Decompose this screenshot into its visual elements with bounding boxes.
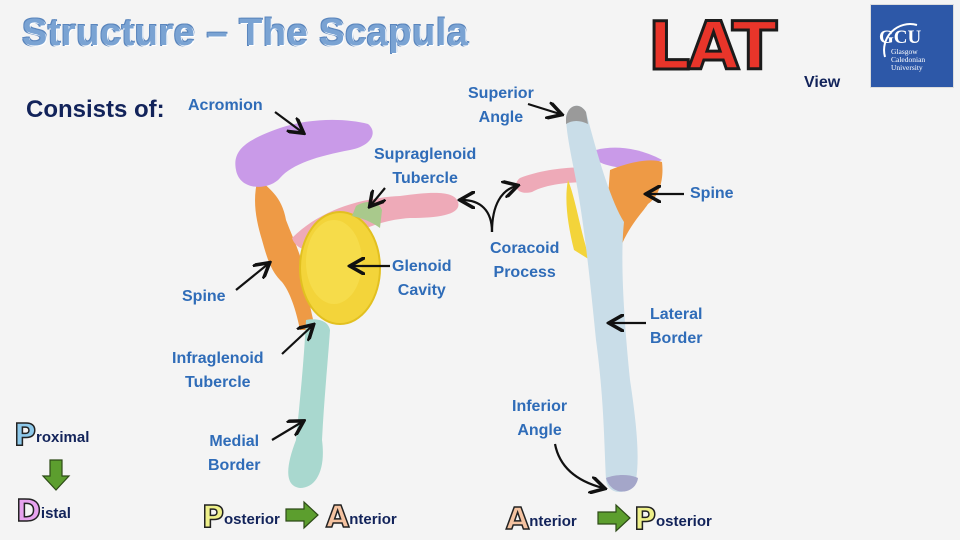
legend-proximal-rest: roximal	[36, 429, 90, 446]
legend-left-from-initial: P	[201, 499, 225, 536]
arrow-down-icon	[41, 459, 71, 491]
legend-proximal-initial: P	[13, 417, 37, 454]
arrow-right-icon-left	[285, 500, 319, 530]
arrow-coracoid-left	[462, 200, 494, 233]
legend-arrows	[41, 459, 631, 533]
slide-title: Structure – The Scapula	[22, 12, 469, 54]
lateral-border-region	[566, 105, 638, 492]
scapula-posterior-view	[235, 119, 459, 488]
gcu-name-line2: University	[891, 63, 923, 72]
legend-right-from: Anterior	[505, 501, 577, 538]
arrow-acromion	[274, 111, 302, 132]
label-medial-border: Medial Border	[208, 433, 261, 474]
lat-view-logo: LAT	[646, 7, 778, 87]
arrow-right-icon-right	[597, 503, 631, 533]
legend-distal-rest: istal	[40, 505, 71, 522]
legend-left-to-rest: nterior	[349, 511, 397, 528]
legend-distal: Distal	[15, 493, 71, 530]
arrow-superior-angle	[527, 104, 560, 114]
arrow-medial-border	[271, 422, 302, 441]
label-supraglenoid-tubercle: Supraglenoid Tubercle	[374, 146, 477, 187]
legend-left-from: Posterior	[201, 499, 280, 536]
gcu-logo: GCU Glasgow Caledonian University	[870, 4, 954, 88]
legend-right-to: Posterior	[633, 501, 712, 538]
arrow-inferior-angle	[553, 443, 603, 488]
legend-proximal: Proximal	[13, 417, 90, 454]
gcu-arc-icon	[883, 23, 918, 58]
label-infraglenoid-tubercle: Infraglenoid Tubercle	[172, 350, 264, 391]
arrow-infraglenoid	[281, 326, 312, 355]
inferior-angle-region	[606, 475, 638, 492]
legend-right-from-rest: nterior	[529, 513, 577, 530]
legend-right-to-rest: osterior	[656, 513, 712, 530]
spine-region-left	[255, 178, 316, 330]
superior-angle-region	[566, 105, 588, 124]
label-coracoid-process: Coracoid Process	[490, 240, 560, 281]
medial-border-region	[288, 319, 330, 488]
legend-left-from-rest: osterior	[224, 511, 280, 528]
scapula-lateral-view	[516, 105, 663, 492]
legend-right-from-initial: A	[505, 501, 530, 538]
pointer-arrows	[235, 104, 684, 488]
label-acromion: Acromion	[188, 97, 263, 114]
legend-left-to: Anterior	[325, 499, 397, 536]
glenoid-inner	[306, 220, 362, 304]
glenoid-region-right	[566, 180, 590, 260]
gcu-abbr: GCU	[879, 27, 922, 48]
label-spine-left: Spine	[182, 288, 226, 305]
legend-left-to-initial: A	[325, 499, 350, 536]
label-superior-angle: Superior Angle	[468, 85, 534, 126]
arrow-supraglenoid	[371, 187, 385, 205]
lat-view-suffix: View	[804, 74, 841, 91]
arrow-coracoid-right	[490, 186, 516, 233]
legend-right-to-initial: P	[633, 501, 657, 538]
label-inferior-angle: Inferior Angle	[512, 398, 568, 439]
legend-distal-initial: D	[15, 493, 41, 530]
label-spine-right: Spine	[690, 185, 734, 202]
slide-subtitle: Consists of:	[26, 96, 165, 123]
arrow-spine-left	[235, 264, 268, 291]
label-lateral-border: Lateral Border	[650, 306, 703, 347]
coracoid-region-right	[516, 167, 590, 193]
gcu-name: Glasgow Caledonian University	[891, 48, 953, 72]
label-glenoid-cavity: Glenoid Cavity	[392, 258, 452, 299]
gcu-name-line1: Glasgow Caledonian	[891, 47, 926, 64]
acromion-region	[235, 119, 373, 187]
